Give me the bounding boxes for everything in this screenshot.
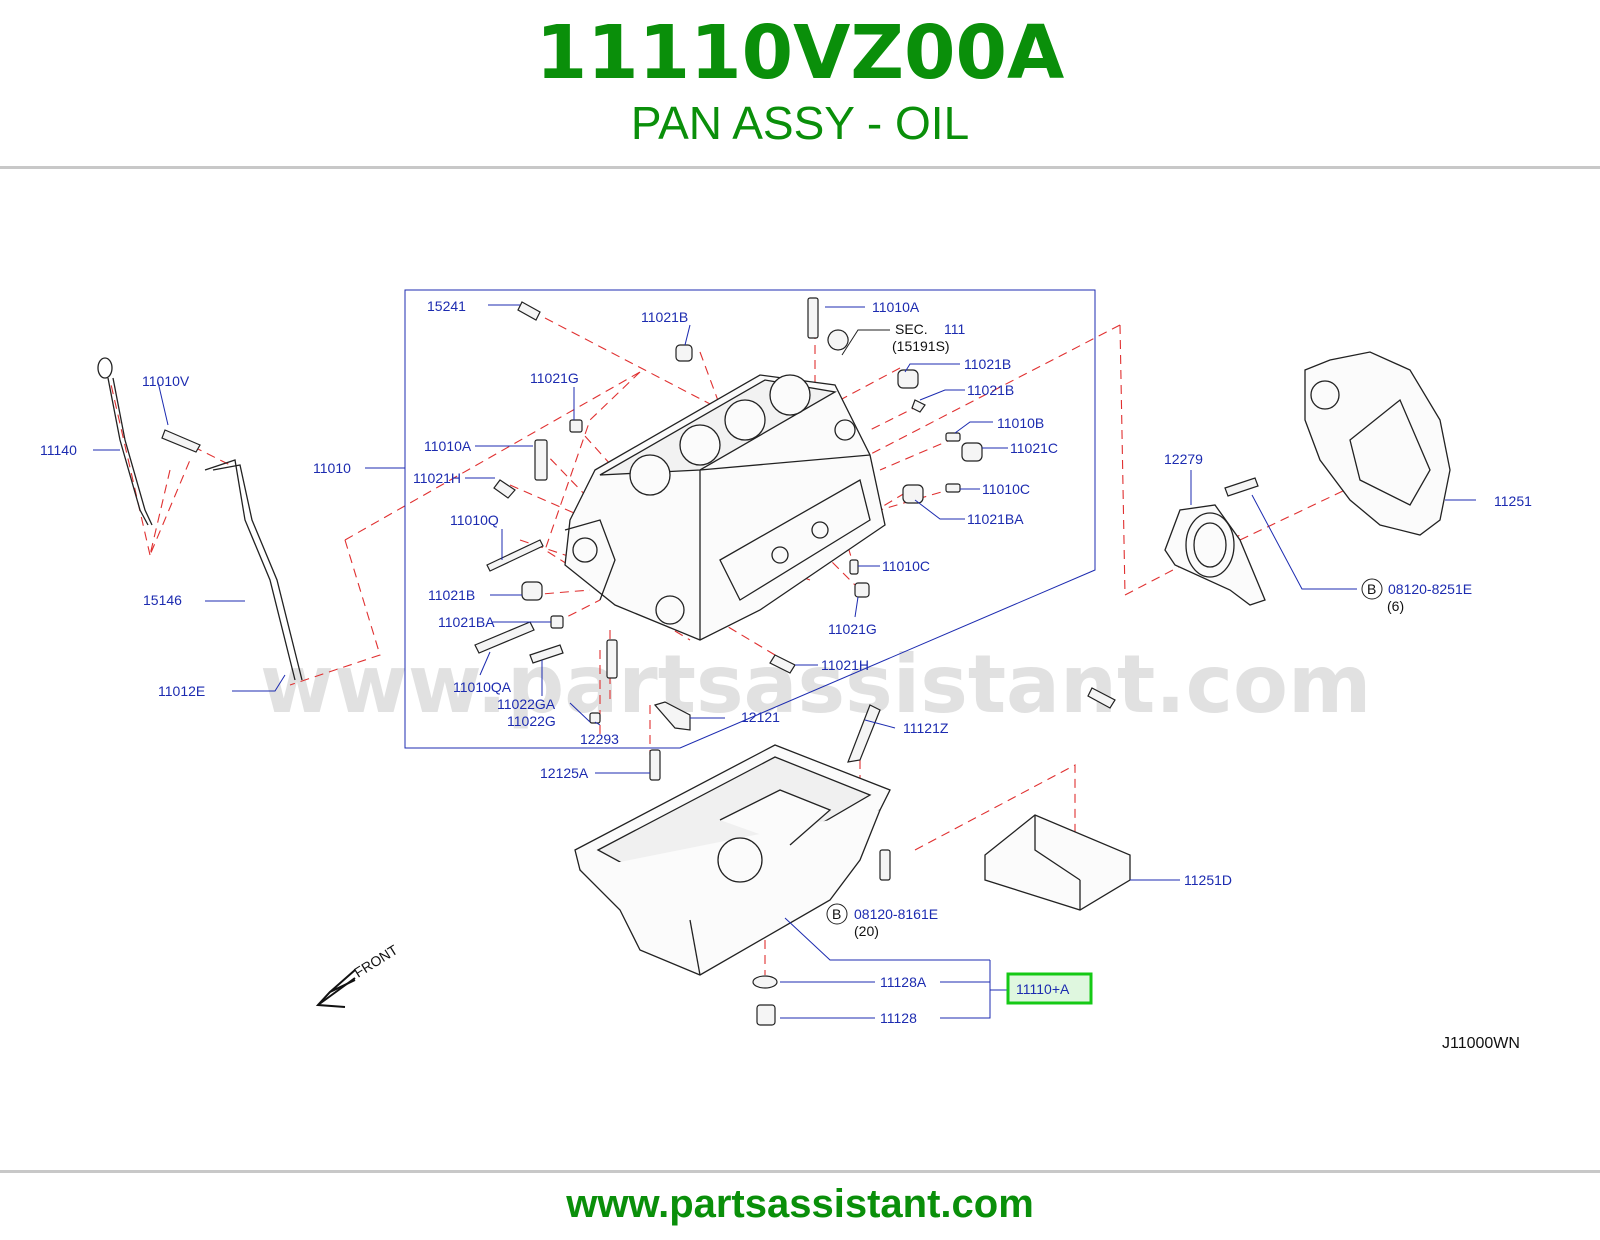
highlighted-part-callout[interactable]: 11110+A <box>1006 972 1093 1005</box>
front-arrow-icon <box>315 969 356 1008</box>
bolt-note-part: 08120-8251E <box>1388 581 1472 597</box>
callout-label: 11021B <box>964 356 1011 372</box>
callout-label: 11010C <box>982 481 1030 497</box>
callout-label: 11010Q <box>450 512 499 528</box>
callout-leader-lines <box>93 304 1476 1019</box>
callout-label: 11021H <box>821 657 869 673</box>
callout-label: 11022GA <box>497 696 556 712</box>
footer-divider <box>0 1170 1600 1173</box>
diagram-code: J11000WN <box>1442 1035 1520 1052</box>
callout-label: 11012E <box>158 683 205 699</box>
bolt-note-qty: (6) <box>1387 598 1404 614</box>
callout-label: 12121 <box>741 709 780 725</box>
callout-label: 11021G <box>530 370 579 386</box>
callout-label: 11021B <box>428 587 475 603</box>
bolt-note-qty: (20) <box>854 923 879 939</box>
callout-label: 11010A <box>872 299 920 315</box>
callout-label: 11251D <box>1184 872 1232 888</box>
callout-label: 11022G <box>507 713 556 729</box>
footer-website-url[interactable]: www.partsassistant.com <box>566 1182 1034 1226</box>
callout-label: 12279 <box>1164 451 1203 467</box>
callout-label: 11010A <box>424 438 472 454</box>
section-ref-prefix: SEC. <box>895 321 928 337</box>
callout-label: 11140 <box>40 442 77 458</box>
bolt-note-pan: B 08120-8161E (20) <box>826 903 938 939</box>
bolt-note-part: 08120-8161E <box>854 906 938 922</box>
callout-label: 12293 <box>580 731 619 747</box>
callout-label: 11121Z <box>903 720 949 736</box>
callout-label: 11128A <box>880 974 927 990</box>
callout-label: 11010QA <box>453 679 512 695</box>
section-reference: SEC. 111 (15191S) <box>841 321 965 356</box>
callout-label: 11010B <box>997 415 1044 431</box>
baffle-plate-drawing <box>984 814 1131 911</box>
small-parts-drawing <box>161 297 1259 1026</box>
callout-label: 12125A <box>540 765 589 781</box>
callout-label: 11021BA <box>438 614 495 630</box>
callout-label: 11021H <box>413 470 461 486</box>
section-ref-sub: (15191S) <box>892 338 950 354</box>
callout-label: 11251 <box>1494 493 1532 509</box>
bolt-note-marker: B <box>832 906 841 922</box>
callout-label: 11021C <box>1010 440 1058 456</box>
dipstick-and-tube-drawing <box>97 357 303 681</box>
callout-label: 11021B <box>641 309 688 325</box>
bolt-note-rear: B 08120-8251E (6) <box>1361 578 1472 614</box>
callout-label: 15241 <box>427 298 466 314</box>
rear-plate-drawing <box>1304 351 1451 536</box>
callout-label: 15146 <box>143 592 182 608</box>
cylinder-block-drawing <box>564 374 886 641</box>
section-ref-number: 111 <box>944 321 965 337</box>
highlighted-part-label: 11110+A <box>1016 981 1070 997</box>
callout-label: 11010 <box>313 460 351 476</box>
header-divider <box>0 166 1600 169</box>
callout-label: 11021G <box>828 621 877 637</box>
callout-labels: 15241 11021B 11010A 11010V 11140 11021G … <box>40 298 1532 1026</box>
callout-label: 11010V <box>142 373 190 389</box>
oil-pan-drawing <box>574 744 891 976</box>
callout-label: 11128 <box>880 1010 917 1026</box>
callout-label: 11010C <box>882 558 930 574</box>
callout-label: 11021BA <box>967 511 1024 527</box>
part-number-title: 11110VZ00A <box>535 10 1065 96</box>
watermark: www.partsassistant.com <box>260 638 1371 731</box>
seal-retainer-drawing <box>1164 504 1266 606</box>
callout-label: 11021B <box>967 382 1014 398</box>
block-assembly-bracket <box>365 289 1096 749</box>
bolt-note-marker: B <box>1367 581 1376 597</box>
part-name-subtitle: PAN ASSY - OIL <box>630 97 970 149</box>
page-header: 11110VZ00A PAN ASSY - OIL <box>0 0 1600 168</box>
front-label: FRONT <box>351 941 401 980</box>
